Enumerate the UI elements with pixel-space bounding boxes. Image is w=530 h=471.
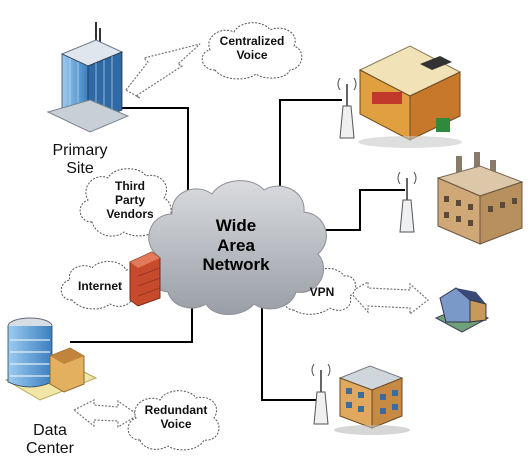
arrow-vpn [349,280,429,316]
primary-site-label-line1: Primary [52,142,108,159]
data-center-building-icon [4,317,98,401]
centralized-voice-label-line1: Centralized [219,34,285,48]
restaurant-building-icon [358,45,462,148]
data-center-label-line2: Center [25,440,75,458]
wan-label: Wide Area Network [196,216,276,275]
cloud-centralized-voice [201,22,303,80]
antenna-factory-icon [397,171,417,233]
third-party-label-line1: Third [115,179,145,193]
link-data-center [70,295,193,343]
redundant-voice-label: Redundant Voice [132,403,220,432]
redundant-voice-label-line2: Voice [160,416,192,431]
link-primary-site [110,107,189,208]
third-party-label-line3: Vendors [106,206,154,221]
wan-cloud [148,180,327,315]
cloud-redundant-voice [127,390,220,451]
antenna-office-icon [311,363,331,425]
internet-label: Internet [77,279,122,293]
third-party-label: Third Party Vendors [90,179,170,221]
office-building-icon [334,365,410,435]
link-restaurant [279,99,342,200]
vpn-house-icon [434,287,490,333]
redundant-voice-label-line1: Redundant [144,403,208,417]
wan-label-line3: Network [202,255,270,275]
wan-label-line2: Area [217,235,255,255]
antenna-restaurant-icon [337,77,357,139]
link-office [261,296,318,401]
wan-label-line1: Wide [215,216,257,235]
cloud-internet [60,261,139,310]
primary-site-building-icon [46,22,130,133]
third-party-label-line2: Party [114,192,146,207]
primary-site-label: Primary Site [40,142,120,179]
data-center-label: Data Center [10,422,90,459]
centralized-voice-label-line2: Voice [236,47,268,62]
arrow-centralized-voice [125,43,201,99]
data-center-label-line1: Data [33,422,67,439]
centralized-voice-label: Centralized Voice [204,34,300,63]
vpn-label: VPN [309,285,335,299]
cloud-third-party [79,168,172,237]
firewall-icon [129,251,161,307]
primary-site-label-line2: Site [66,160,94,178]
factory-building-icon [436,152,524,245]
